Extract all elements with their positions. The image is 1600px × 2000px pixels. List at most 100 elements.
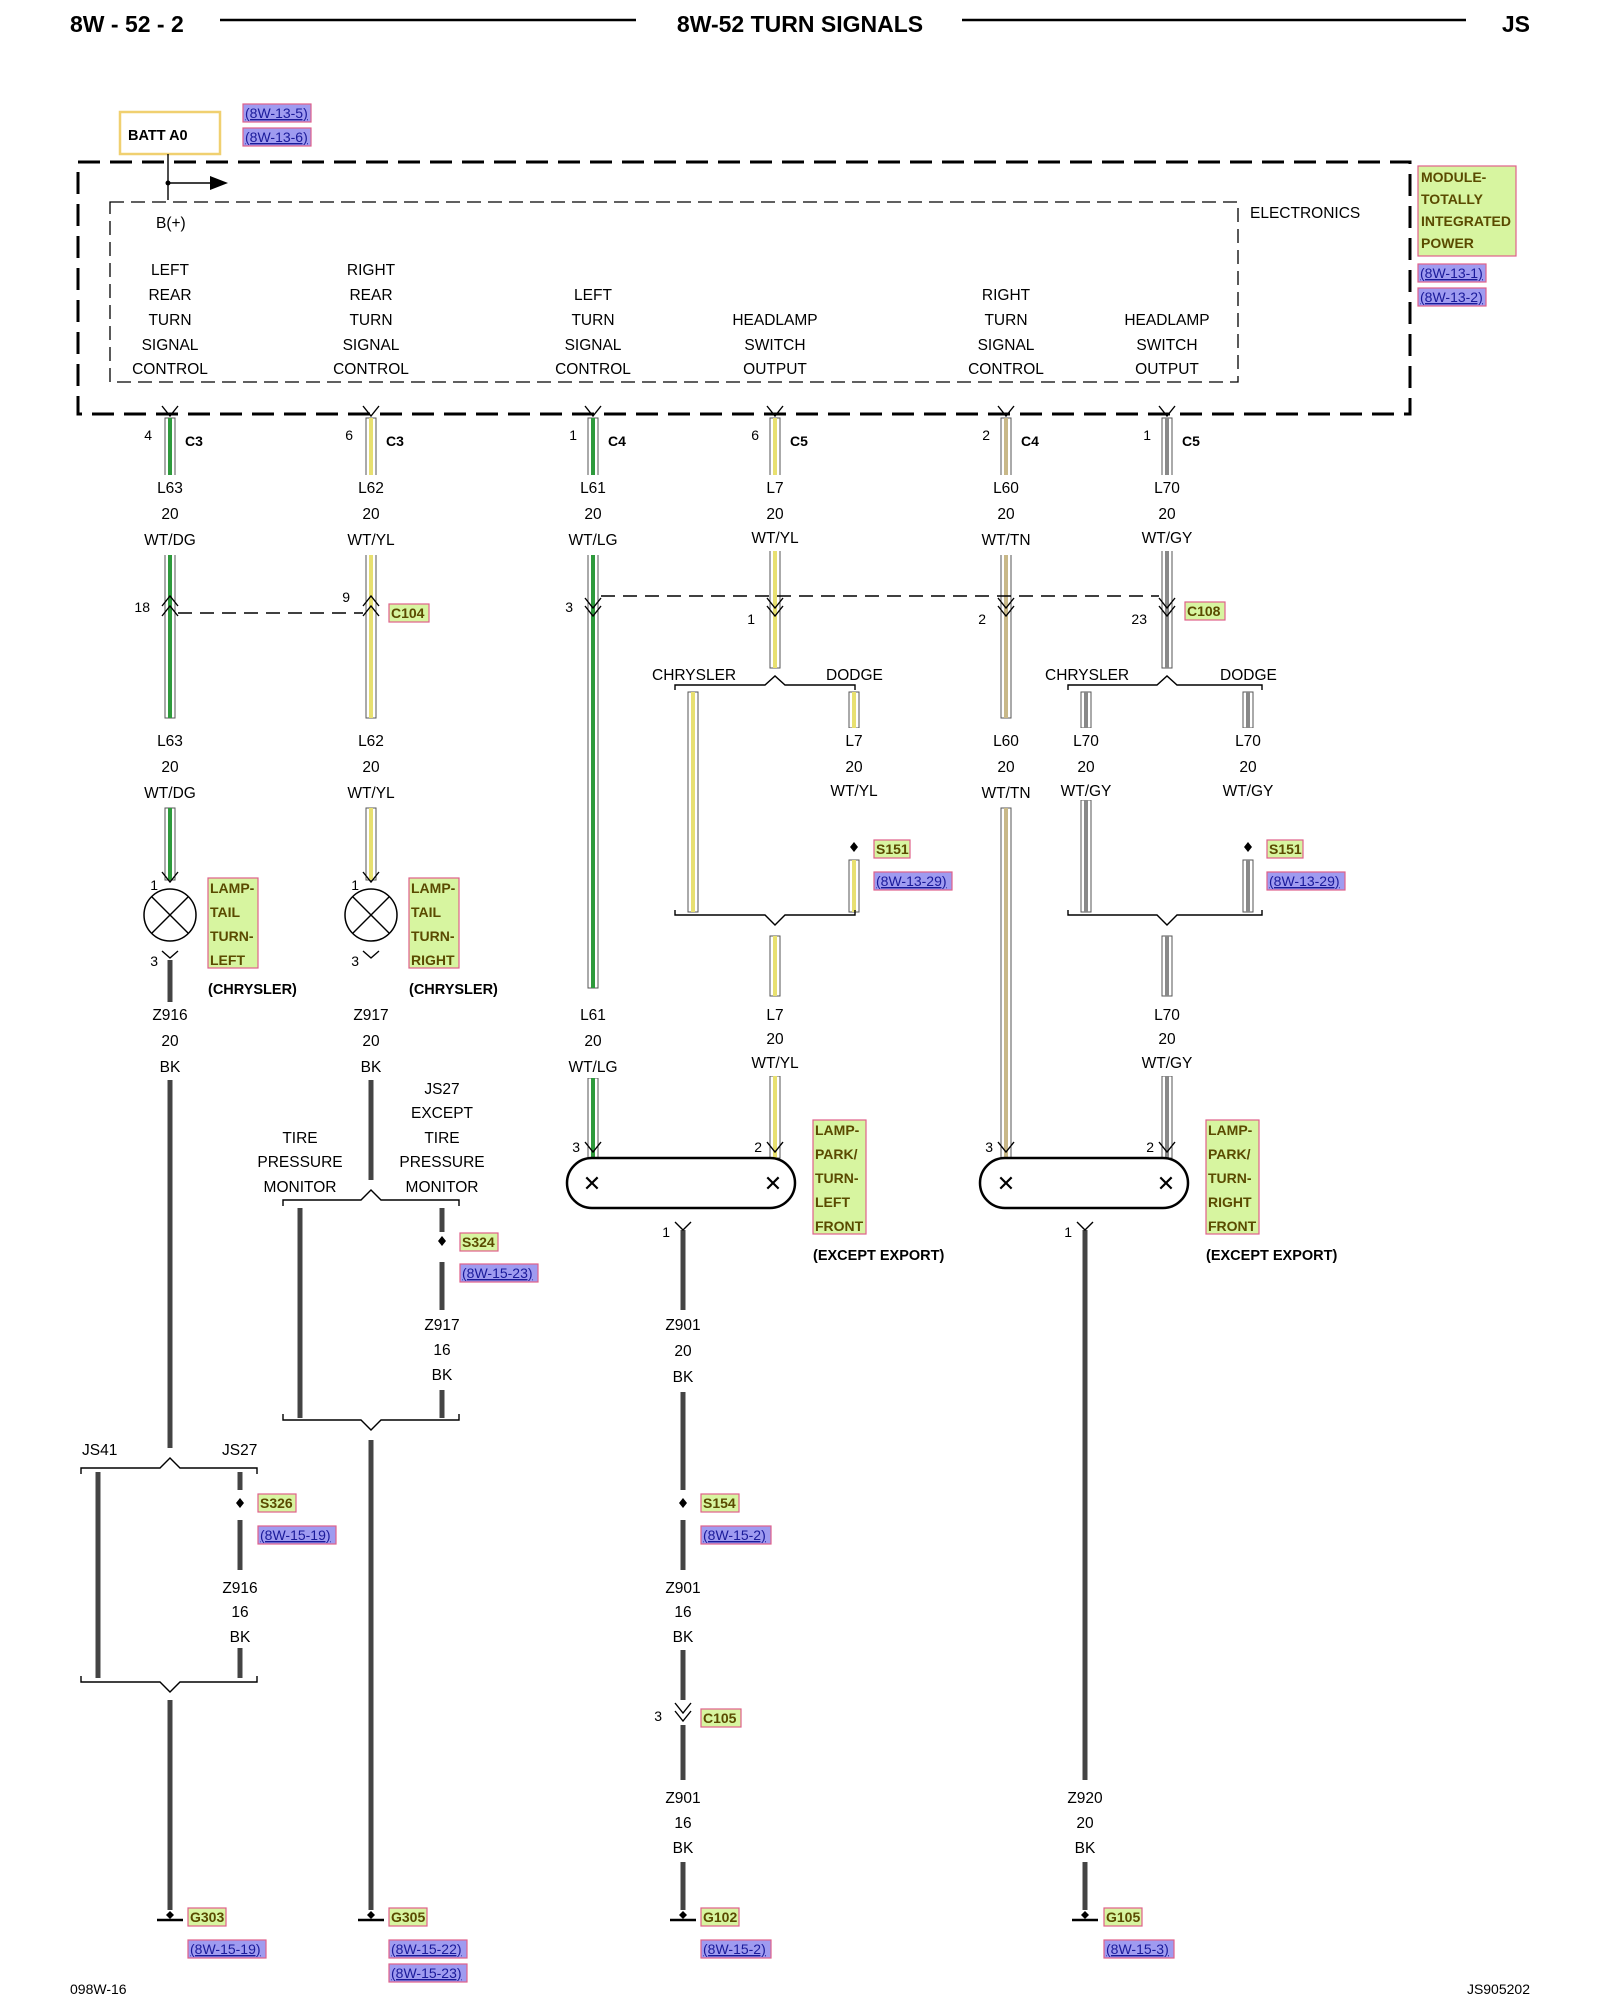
js27-label: JS27 — [222, 1442, 257, 1459]
wire-z916-circuit: Z916 — [152, 1007, 187, 1024]
s326-label[interactable]: S326 — [260, 1495, 293, 1511]
wire-l61-low-gauge: 20 — [584, 1033, 602, 1050]
c105-pin-3: 3 — [654, 1708, 662, 1724]
battery-ref-1[interactable]: (8W-13-5) — [245, 105, 308, 121]
g305-label[interactable]: G305 — [391, 1909, 425, 1925]
s151-b-ref[interactable]: (8W-13-29) — [1269, 873, 1340, 889]
s151-b-label[interactable]: S151 — [1269, 841, 1302, 857]
wire-l60-color: WT/TN — [981, 532, 1030, 549]
c105-label[interactable]: C105 — [703, 1710, 737, 1726]
wire-z916-16-circuit: Z916 — [222, 1580, 257, 1597]
wire-z920-gauge: 20 — [1076, 1815, 1094, 1832]
lamp-housing-icon — [565, 1156, 797, 1210]
wire-l63-mid-color: WT/DG — [144, 785, 196, 802]
tpm-right-line-5: MONITOR — [406, 1179, 479, 1196]
wire-l60-gauge: 20 — [997, 506, 1015, 523]
tpm-right-line-2: EXCEPT — [411, 1105, 474, 1122]
wire-l62-mid-circuit: L62 — [358, 733, 384, 750]
output-3-line-1: LEFT — [574, 287, 612, 304]
tail-left-note: (CHRYSLER) — [208, 982, 297, 998]
tail-left-name-4: LEFT — [210, 952, 245, 968]
pin-c5-6: 6 — [751, 427, 759, 443]
output-6-line-3: OUTPUT — [1135, 361, 1199, 378]
output-2-line-1: RIGHT — [347, 262, 396, 279]
conn-c5-a: C5 — [790, 433, 808, 449]
front-left-name-4: LEFT — [815, 1194, 850, 1210]
s154-ref[interactable]: (8W-15-2) — [703, 1527, 766, 1543]
s154-label[interactable]: S154 — [703, 1495, 736, 1511]
wire-l7-mid-gauge: 20 — [845, 759, 863, 776]
splice-dot-icon — [236, 1498, 244, 1508]
z901-chain: Z901 20 BK S154 (8W-15-2) Z901 16 BK 3 C… — [650, 1312, 772, 1857]
pin-c4-2: 2 — [982, 427, 990, 443]
module-outputs: LEFT REAR TURN SIGNAL CONTROL RIGHT REAR… — [132, 262, 1210, 378]
wire-z901-a-color: BK — [673, 1369, 694, 1386]
module-ref-1[interactable]: (8W-13-1) — [1420, 265, 1483, 281]
tail-left-name-3: TURN- — [210, 928, 254, 944]
g303-label[interactable]: G303 — [190, 1909, 224, 1925]
s151-a-label[interactable]: S151 — [876, 841, 909, 857]
c104-label[interactable]: C104 — [391, 605, 425, 621]
wire-z901-c-color: BK — [673, 1840, 694, 1857]
battery-ref-2[interactable]: (8W-13-6) — [245, 129, 308, 145]
module-ref-2[interactable]: (8W-13-2) — [1420, 289, 1483, 305]
output-5-line-3: SIGNAL — [978, 337, 1035, 354]
front-left-name-5: FRONT — [815, 1218, 864, 1234]
g102-label[interactable]: G102 — [703, 1909, 737, 1925]
g305-ref-2[interactable]: (8W-15-23) — [391, 1965, 462, 1981]
module-section: ELECTRONICS — [1250, 205, 1360, 222]
splice-s151-b: S151 (8W-13-29) — [1239, 832, 1346, 891]
conn-c3-b: C3 — [386, 433, 404, 449]
front-right-pin-3: 3 — [985, 1139, 993, 1155]
wire-l70-mid-b-color: WT/GY — [1223, 783, 1274, 800]
wire-l61-color: WT/LG — [568, 532, 617, 549]
s151-a-ref[interactable]: (8W-13-29) — [876, 873, 947, 889]
tail-right-note: (CHRYSLER) — [409, 982, 498, 998]
g102-ref[interactable]: (8W-15-2) — [703, 1941, 766, 1957]
s326-ref[interactable]: (8W-15-19) — [260, 1527, 331, 1543]
tail-left-name-1: LAMP- — [210, 880, 255, 896]
g303-ref[interactable]: (8W-15-19) — [190, 1941, 261, 1957]
output-2-line-4: SIGNAL — [343, 337, 400, 354]
wire-z917-16-gauge: 16 — [433, 1342, 450, 1359]
c108-pin-2: 2 — [978, 611, 986, 627]
output-1-line-2: REAR — [148, 287, 191, 304]
lamp-tail-turn-right: 1 3 LAMP- TAIL TURN- RIGHT (CHRYSLER) — [344, 871, 498, 998]
tipm-module: ELECTRONICS MODULE- TOTALLY INTEGRATED P… — [76, 160, 1517, 416]
front-right-pin-2: 2 — [1146, 1139, 1154, 1155]
tail-left-pin-1: 1 — [150, 877, 158, 893]
front-left-name-3: TURN- — [815, 1170, 859, 1186]
s324-ref[interactable]: (8W-15-23) — [462, 1265, 533, 1281]
wire-l62-color: WT/YL — [347, 532, 395, 549]
c108-label[interactable]: C108 — [1187, 603, 1221, 619]
tpm-right-line-1: JS27 — [424, 1081, 459, 1098]
wire-z917-16-circuit: Z917 — [424, 1317, 459, 1334]
wire-l70-gauge: 20 — [1158, 506, 1176, 523]
wire-l62-mid-color: WT/YL — [347, 785, 395, 802]
output-2-line-2: REAR — [349, 287, 392, 304]
branch-a-dodge: DODGE — [826, 667, 883, 684]
ground-g303: G303 (8W-15-19) — [157, 1907, 267, 1959]
s324-label[interactable]: S324 — [462, 1234, 495, 1250]
wire-l7-mid-circuit: L7 — [845, 733, 862, 750]
output-4-line-1: HEADLAMP — [732, 312, 817, 329]
splice-dot-icon — [679, 1498, 687, 1508]
page-header: 8W - 52 - 2 8W-52 TURN SIGNALS JS — [70, 11, 1530, 37]
g305-ref-1[interactable]: (8W-15-22) — [391, 1941, 462, 1957]
output-3-line-4: CONTROL — [555, 361, 631, 378]
tail-left-name-2: TAIL — [210, 904, 241, 920]
wire-l7-low-gauge: 20 — [766, 1031, 784, 1048]
front-right-pin-1: 1 — [1064, 1224, 1072, 1240]
filament-x-icon: ✕ — [764, 1171, 782, 1196]
tpm-right-line-4: PRESSURE — [399, 1154, 484, 1171]
wire-z916-gauge: 20 — [161, 1033, 179, 1050]
wire-l70-mid-b-circuit: L70 — [1235, 733, 1261, 750]
g105-label[interactable]: G105 — [1106, 1909, 1140, 1925]
lamp-housing-icon — [978, 1156, 1190, 1210]
tail-left-pin-3: 3 — [150, 953, 158, 969]
wire-labels-mid: L63 20 WT/DG L62 20 WT/YL L7 20 WT/YL L6… — [130, 728, 1288, 806]
lamp-tail-turn-left: 1 3 LAMP- TAIL TURN- LEFT (CHRYSLER) — [143, 871, 297, 998]
wire-l61-low-color: WT/LG — [568, 1059, 617, 1076]
g105-ref[interactable]: (8W-15-3) — [1106, 1941, 1169, 1957]
output-6-line-2: SWITCH — [1136, 337, 1197, 354]
